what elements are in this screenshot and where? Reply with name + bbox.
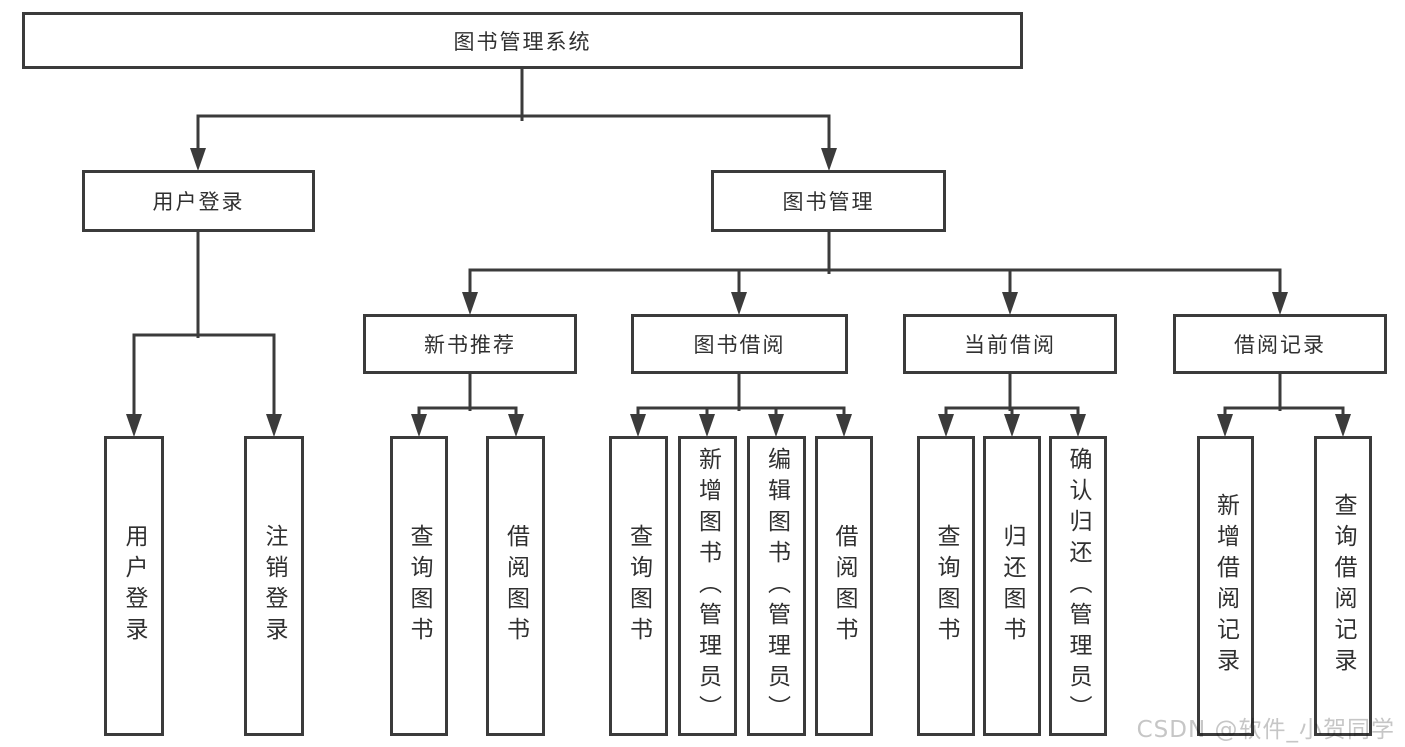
- connector-root-to-level2: [190, 68, 837, 171]
- node-book-management: 图书管理: [711, 170, 946, 232]
- leaf-user-login: 用户登录: [104, 436, 164, 736]
- leaf-query-borrow-record: 查询借阅记录: [1314, 436, 1372, 736]
- node-current-borrowing: 当前借阅: [903, 314, 1117, 374]
- node-borrowing-records: 借阅记录: [1173, 314, 1387, 374]
- node-library-management-system: 图书管理系统: [22, 12, 1023, 69]
- leaf-query-book: 查询图书: [390, 436, 448, 736]
- leaf-return-book: 归还图书: [983, 436, 1041, 736]
- connector-new-book-children: [411, 374, 524, 437]
- connector-current-borrow-children: [938, 374, 1086, 437]
- leaf-borrow-book: 借阅图书: [815, 436, 873, 736]
- node-user-login: 用户登录: [82, 170, 315, 232]
- leaf-edit-book-admin: 编辑图书（管理员）: [747, 436, 806, 736]
- leaf-confirm-return-admin: 确认归还（管理员）: [1049, 436, 1107, 736]
- connector-book-management-children: [462, 232, 1288, 315]
- node-book-borrowing: 图书借阅: [631, 314, 848, 374]
- leaf-query-book: 查询图书: [917, 436, 975, 736]
- csdn-watermark: CSDN @软件_小贺同学: [1136, 717, 1395, 743]
- leaf-query-book: 查询图书: [609, 436, 668, 736]
- connector-borrow-record-children: [1217, 374, 1351, 437]
- leaf-add-borrow-record: 新增借阅记录: [1197, 436, 1254, 736]
- connector-user-login-children: [126, 232, 282, 437]
- connector-book-borrow-children: [630, 374, 852, 437]
- node-new-book-recommendation: 新书推荐: [363, 314, 577, 374]
- leaf-logout: 注销登录: [244, 436, 304, 736]
- leaf-borrow-book: 借阅图书: [486, 436, 545, 736]
- leaf-add-book-admin: 新增图书（管理员）: [678, 436, 737, 736]
